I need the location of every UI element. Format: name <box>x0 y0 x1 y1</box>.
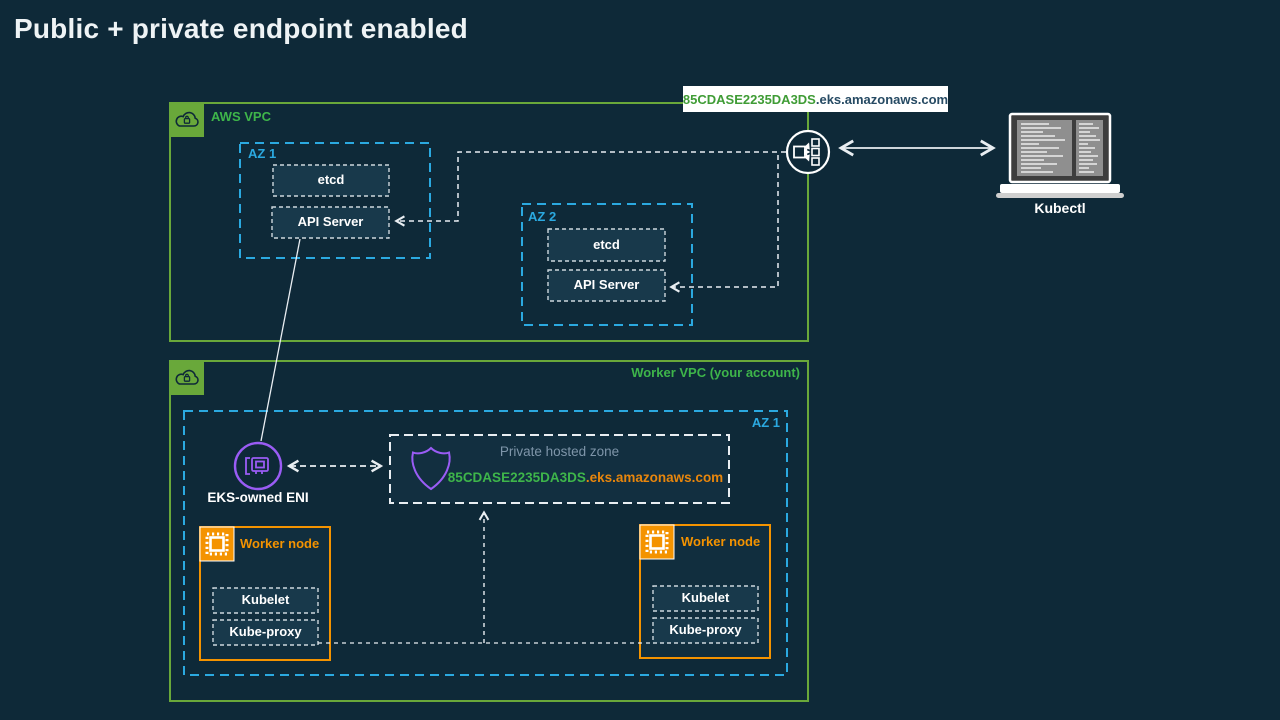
api-to-eni-line <box>260 238 301 442</box>
cluster-endpoint-id: 85CDASE2235DA3DS <box>682 91 816 107</box>
page-title: Public + private endpoint enabled <box>14 13 468 44</box>
etcd-box-az1: etcd <box>317 172 345 188</box>
worker-node-1-label: Worker node <box>240 536 320 551</box>
worker-az1-label: AZ 1 <box>751 415 780 430</box>
kubelet-box-2: Kubelet <box>681 590 730 606</box>
kube-proxy-box-2: Kube-proxy <box>669 622 742 638</box>
etcd-box-az2: etcd <box>593 236 620 252</box>
az1-label: AZ 1 <box>248 146 277 161</box>
eni-label: EKS-owned ENI <box>207 490 309 505</box>
kube-proxy-box-1: Kube-proxy <box>229 624 302 640</box>
hosted-zone-title: Private hosted zone <box>499 444 620 459</box>
kubectl-label: Kubectl <box>1034 200 1086 216</box>
connectors <box>286 139 996 644</box>
laptop-icon <box>996 112 1124 198</box>
hosted-zone-domain: .eks.amazonaws.com <box>585 470 724 485</box>
worker-node-2-chip-icon <box>639 524 675 560</box>
worker-node-1-chip-icon <box>199 526 235 562</box>
aws-vpc-label: AWS VPC <box>211 109 271 124</box>
hosted-zone-url: 85CDASE2235DA3DS.eks.amazonaws.com <box>390 470 729 486</box>
cluster-endpoint-domain: .eks.amazonaws.com <box>815 91 949 107</box>
endpoint-icon <box>785 129 831 175</box>
aws-vpc-cloud-icon <box>170 103 204 137</box>
endpoint-to-az1-api-arrow <box>394 151 786 227</box>
api-server-box-az2: API Server <box>573 277 640 293</box>
endpoint-to-az2-api-arrow <box>669 155 779 293</box>
aws-vpc-box <box>169 102 809 342</box>
aws-vpc-az2-box <box>521 203 693 326</box>
eni-icon <box>233 441 283 491</box>
kubelet-box-1: Kubelet <box>241 592 290 608</box>
worker-vpc-cloud-icon <box>170 361 204 395</box>
worker-node-2-label: Worker node <box>681 534 761 549</box>
hosted-zone-box <box>389 434 730 504</box>
aws-vpc-az1-box <box>239 142 431 259</box>
hosted-zone-cluster-id: 85CDASE2235DA3DS <box>447 470 586 485</box>
shield-icon <box>411 446 451 491</box>
worker-vpc-box <box>169 360 809 702</box>
api-server-box-az1: API Server <box>297 214 364 230</box>
component-boxes <box>212 164 759 646</box>
az2-label: AZ 2 <box>528 209 557 224</box>
worker-vpc-label: Worker VPC (your account) <box>631 365 800 380</box>
cluster-endpoint-label: 85CDASE2235DA3DS.eks.amazonaws.com <box>683 86 948 112</box>
worker-az1-box <box>183 410 788 676</box>
